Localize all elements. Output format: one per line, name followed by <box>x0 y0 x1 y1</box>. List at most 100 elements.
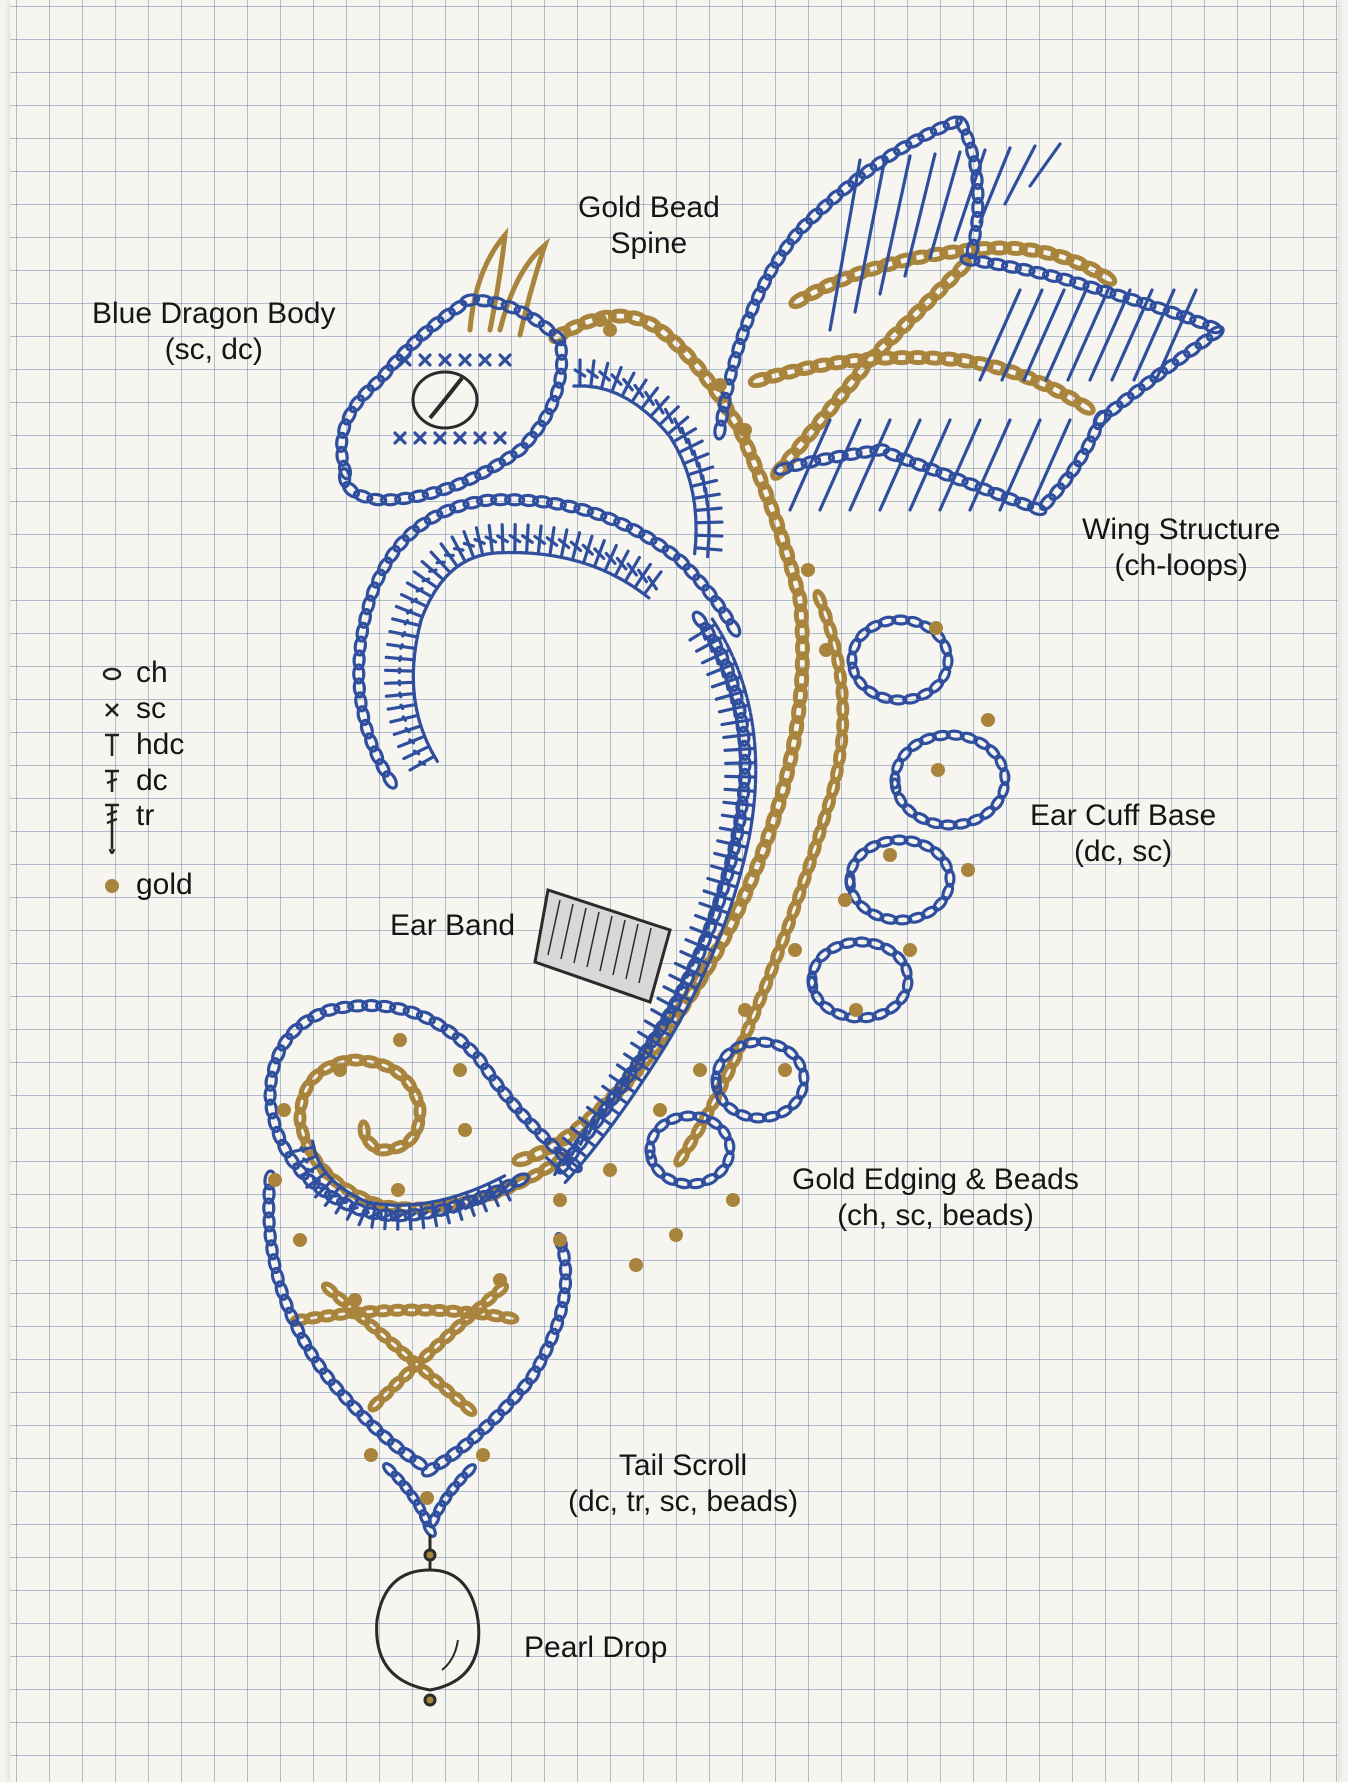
sc-cross <box>435 433 445 443</box>
tail-gold-spiral <box>359 1121 369 1140</box>
wing-tr-stitch <box>1002 290 1042 380</box>
dc-stitch <box>751 714 753 726</box>
cuff-loop <box>815 947 832 964</box>
gold-bead <box>364 1448 378 1462</box>
legend-label: tr <box>136 799 154 833</box>
label-line: (ch, sc, beads) <box>792 1198 1079 1234</box>
wing-chain <box>1115 391 1135 410</box>
tail-heart-chain <box>386 1437 406 1456</box>
head-chain <box>520 430 539 450</box>
sc-cross <box>395 433 405 443</box>
label-line: (dc, sc) <box>1030 834 1216 870</box>
label-line: Blue Dragon Body <box>92 296 336 332</box>
tail-lattice <box>368 1395 385 1412</box>
gold-bead <box>603 323 617 337</box>
tail-chain <box>514 1106 533 1126</box>
sc-cross <box>440 355 450 365</box>
label-line: Gold Edging & Beads <box>792 1162 1079 1198</box>
gold-bead <box>453 1063 467 1077</box>
cross-icon <box>98 692 132 726</box>
wing-rib <box>929 280 950 301</box>
head-chain <box>414 324 434 343</box>
cuff-loop <box>782 1045 799 1062</box>
dc-stitch <box>401 645 402 648</box>
legend-label: sc <box>136 692 166 726</box>
tail-chain <box>461 1040 481 1060</box>
dc-stitch <box>751 813 753 825</box>
label-tail-scroll: Tail Scroll (dc, tr, sc, beads) <box>568 1448 798 1520</box>
tail-heart-chain <box>327 1377 346 1397</box>
wing-tr-stitch <box>1068 290 1108 380</box>
wing-chain <box>1047 482 1066 502</box>
dc-stitch <box>412 599 416 602</box>
wing-tr-stitch <box>1090 290 1130 380</box>
dc-stitch <box>755 785 756 797</box>
dc-stitch <box>755 742 756 754</box>
gold-bead <box>348 1293 362 1307</box>
gold-bead <box>476 1448 490 1462</box>
legend-label: ch <box>136 656 168 690</box>
cuff-loop <box>723 1101 741 1117</box>
neck-chain <box>391 533 410 553</box>
gold-bead <box>838 893 852 907</box>
legend-row-hdc: hdc <box>98 727 193 763</box>
tail-heart-chain <box>345 1398 365 1418</box>
wing-chain <box>1056 471 1075 491</box>
wing-tr-stitch <box>1024 290 1064 380</box>
dc-stitch <box>744 685 747 697</box>
tail-chain <box>487 1073 506 1093</box>
dc-stitch <box>486 537 496 542</box>
head-chain <box>404 333 424 353</box>
tail-chain <box>451 1031 471 1050</box>
gold-bead <box>669 1228 683 1242</box>
sc-cross <box>475 433 485 443</box>
tail-lattice <box>460 1400 477 1416</box>
neck-chain <box>383 544 402 564</box>
sc-cross <box>420 355 430 365</box>
gold-bead <box>961 863 975 877</box>
pearl-cap <box>425 1550 435 1560</box>
tail-heart-chain <box>515 1376 534 1396</box>
gold-bead <box>277 1103 291 1117</box>
hdc-t-icon <box>98 728 132 762</box>
gold-bead <box>726 1193 740 1207</box>
dc-stitch <box>666 409 673 422</box>
dc-stitch <box>408 610 412 613</box>
gold-bead <box>629 1258 643 1272</box>
dc-stitch <box>749 827 751 839</box>
gold-bead <box>849 1003 863 1017</box>
label-gold-bead-spine: Gold Bead Spine <box>578 190 720 262</box>
wing-rib <box>821 397 841 419</box>
legend-label: gold <box>136 868 193 902</box>
tail-heart-chain <box>466 1427 486 1446</box>
dc-stitch <box>414 751 418 754</box>
pearl-end <box>425 1695 435 1705</box>
head-chain <box>356 383 376 403</box>
wing-chain <box>1038 492 1058 512</box>
cuff-loop <box>848 662 861 680</box>
tail-stitch <box>349 1208 358 1210</box>
sc-cross <box>460 355 470 365</box>
tail-stitch <box>472 1186 483 1190</box>
gold-bead <box>931 763 945 777</box>
neck-chain <box>700 583 719 603</box>
tail-point <box>390 1470 407 1487</box>
wing-chain <box>794 216 814 236</box>
wing-rib <box>906 303 927 324</box>
cuff-loop <box>932 895 949 912</box>
label-line: Ear Cuff Base <box>1030 798 1216 834</box>
dc-stitch <box>693 492 695 504</box>
label-ear-cuff-base: Ear Cuff Base (dc, sc) <box>1030 798 1216 870</box>
sc-cross <box>500 355 510 365</box>
cuff-loop <box>984 743 1001 760</box>
wing-tr-stitch <box>1046 290 1086 380</box>
spine-chain <box>653 323 675 343</box>
spine-chain <box>513 1151 535 1166</box>
cuff-loop <box>929 845 946 862</box>
dc-stitch <box>708 541 709 557</box>
spine-chain <box>688 356 708 378</box>
label-ear-band: Ear Band <box>390 908 515 944</box>
dc-stitch <box>739 868 742 880</box>
tail-point <box>460 1463 477 1480</box>
gold-bead <box>420 1491 434 1505</box>
